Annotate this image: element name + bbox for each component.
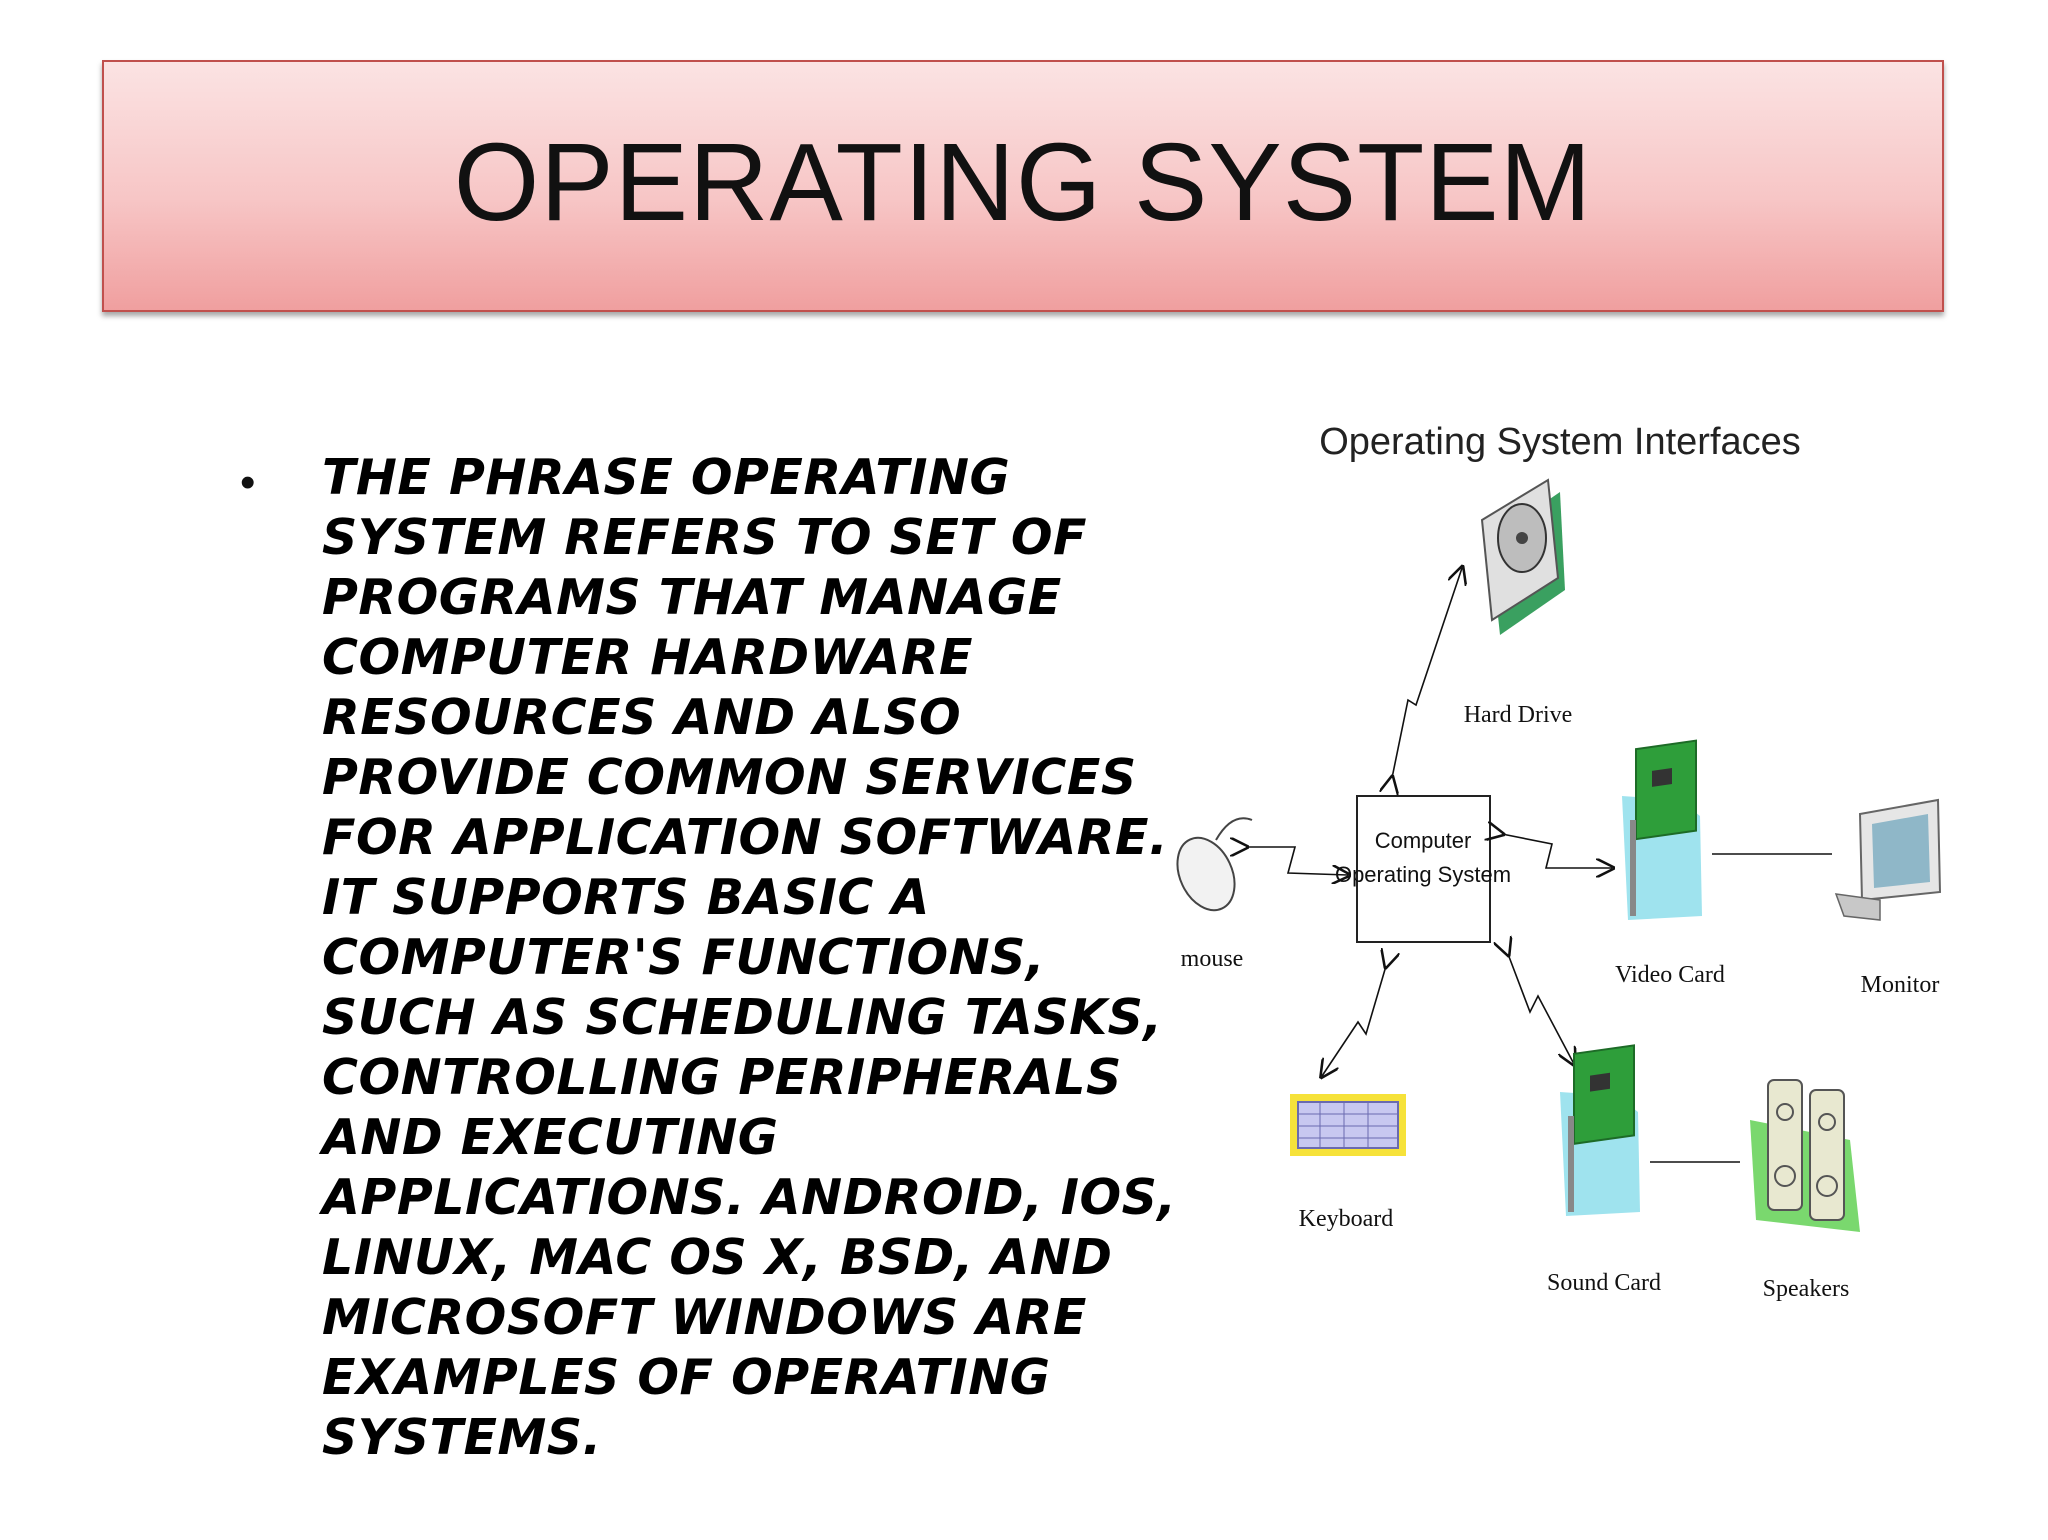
os-center-box: Computer Operating System (1335, 795, 1511, 943)
connector-lines (1246, 568, 1832, 1163)
hard-drive-icon (1480, 478, 1565, 635)
sound-card-icon (1560, 1044, 1640, 1216)
os-interfaces-diagram: Operating System Interfaces Computer Ope… (1160, 400, 1960, 1536)
label-video-card: Video Card (1615, 962, 1725, 988)
center-label-line1: Computer (1375, 828, 1472, 853)
connector-hard-drive (1392, 568, 1462, 778)
connector-sound-card (1508, 954, 1574, 1064)
video-card-icon (1622, 739, 1702, 920)
mouse-icon (1176, 817, 1253, 912)
label-monitor: Monitor (1861, 972, 1940, 998)
slide-title: OPERATING SYSTEM (453, 120, 1593, 244)
label-keyboard: Keyboard (1299, 1206, 1394, 1232)
connector-keyboard (1322, 966, 1386, 1076)
monitor-icon (1834, 798, 1942, 921)
connector-mouse (1246, 847, 1348, 875)
label-sound-card: Sound Card (1547, 1270, 1661, 1296)
label-speakers: Speakers (1763, 1276, 1850, 1302)
diagram-title: Operating System Interfaces (1319, 421, 1801, 463)
speakers-icon (1750, 1079, 1860, 1232)
center-label-line2: Operating System (1335, 862, 1511, 887)
title-banner: OPERATING SYSTEM (102, 60, 1944, 312)
connector-video-card (1502, 834, 1612, 868)
label-mouse: mouse (1181, 946, 1244, 972)
bullet-marker: • (240, 458, 256, 507)
bullet-text: The phrase operating system refers to se… (322, 449, 1177, 1466)
label-hard-drive: Hard Drive (1464, 702, 1573, 728)
keyboard-icon (1290, 1094, 1406, 1156)
